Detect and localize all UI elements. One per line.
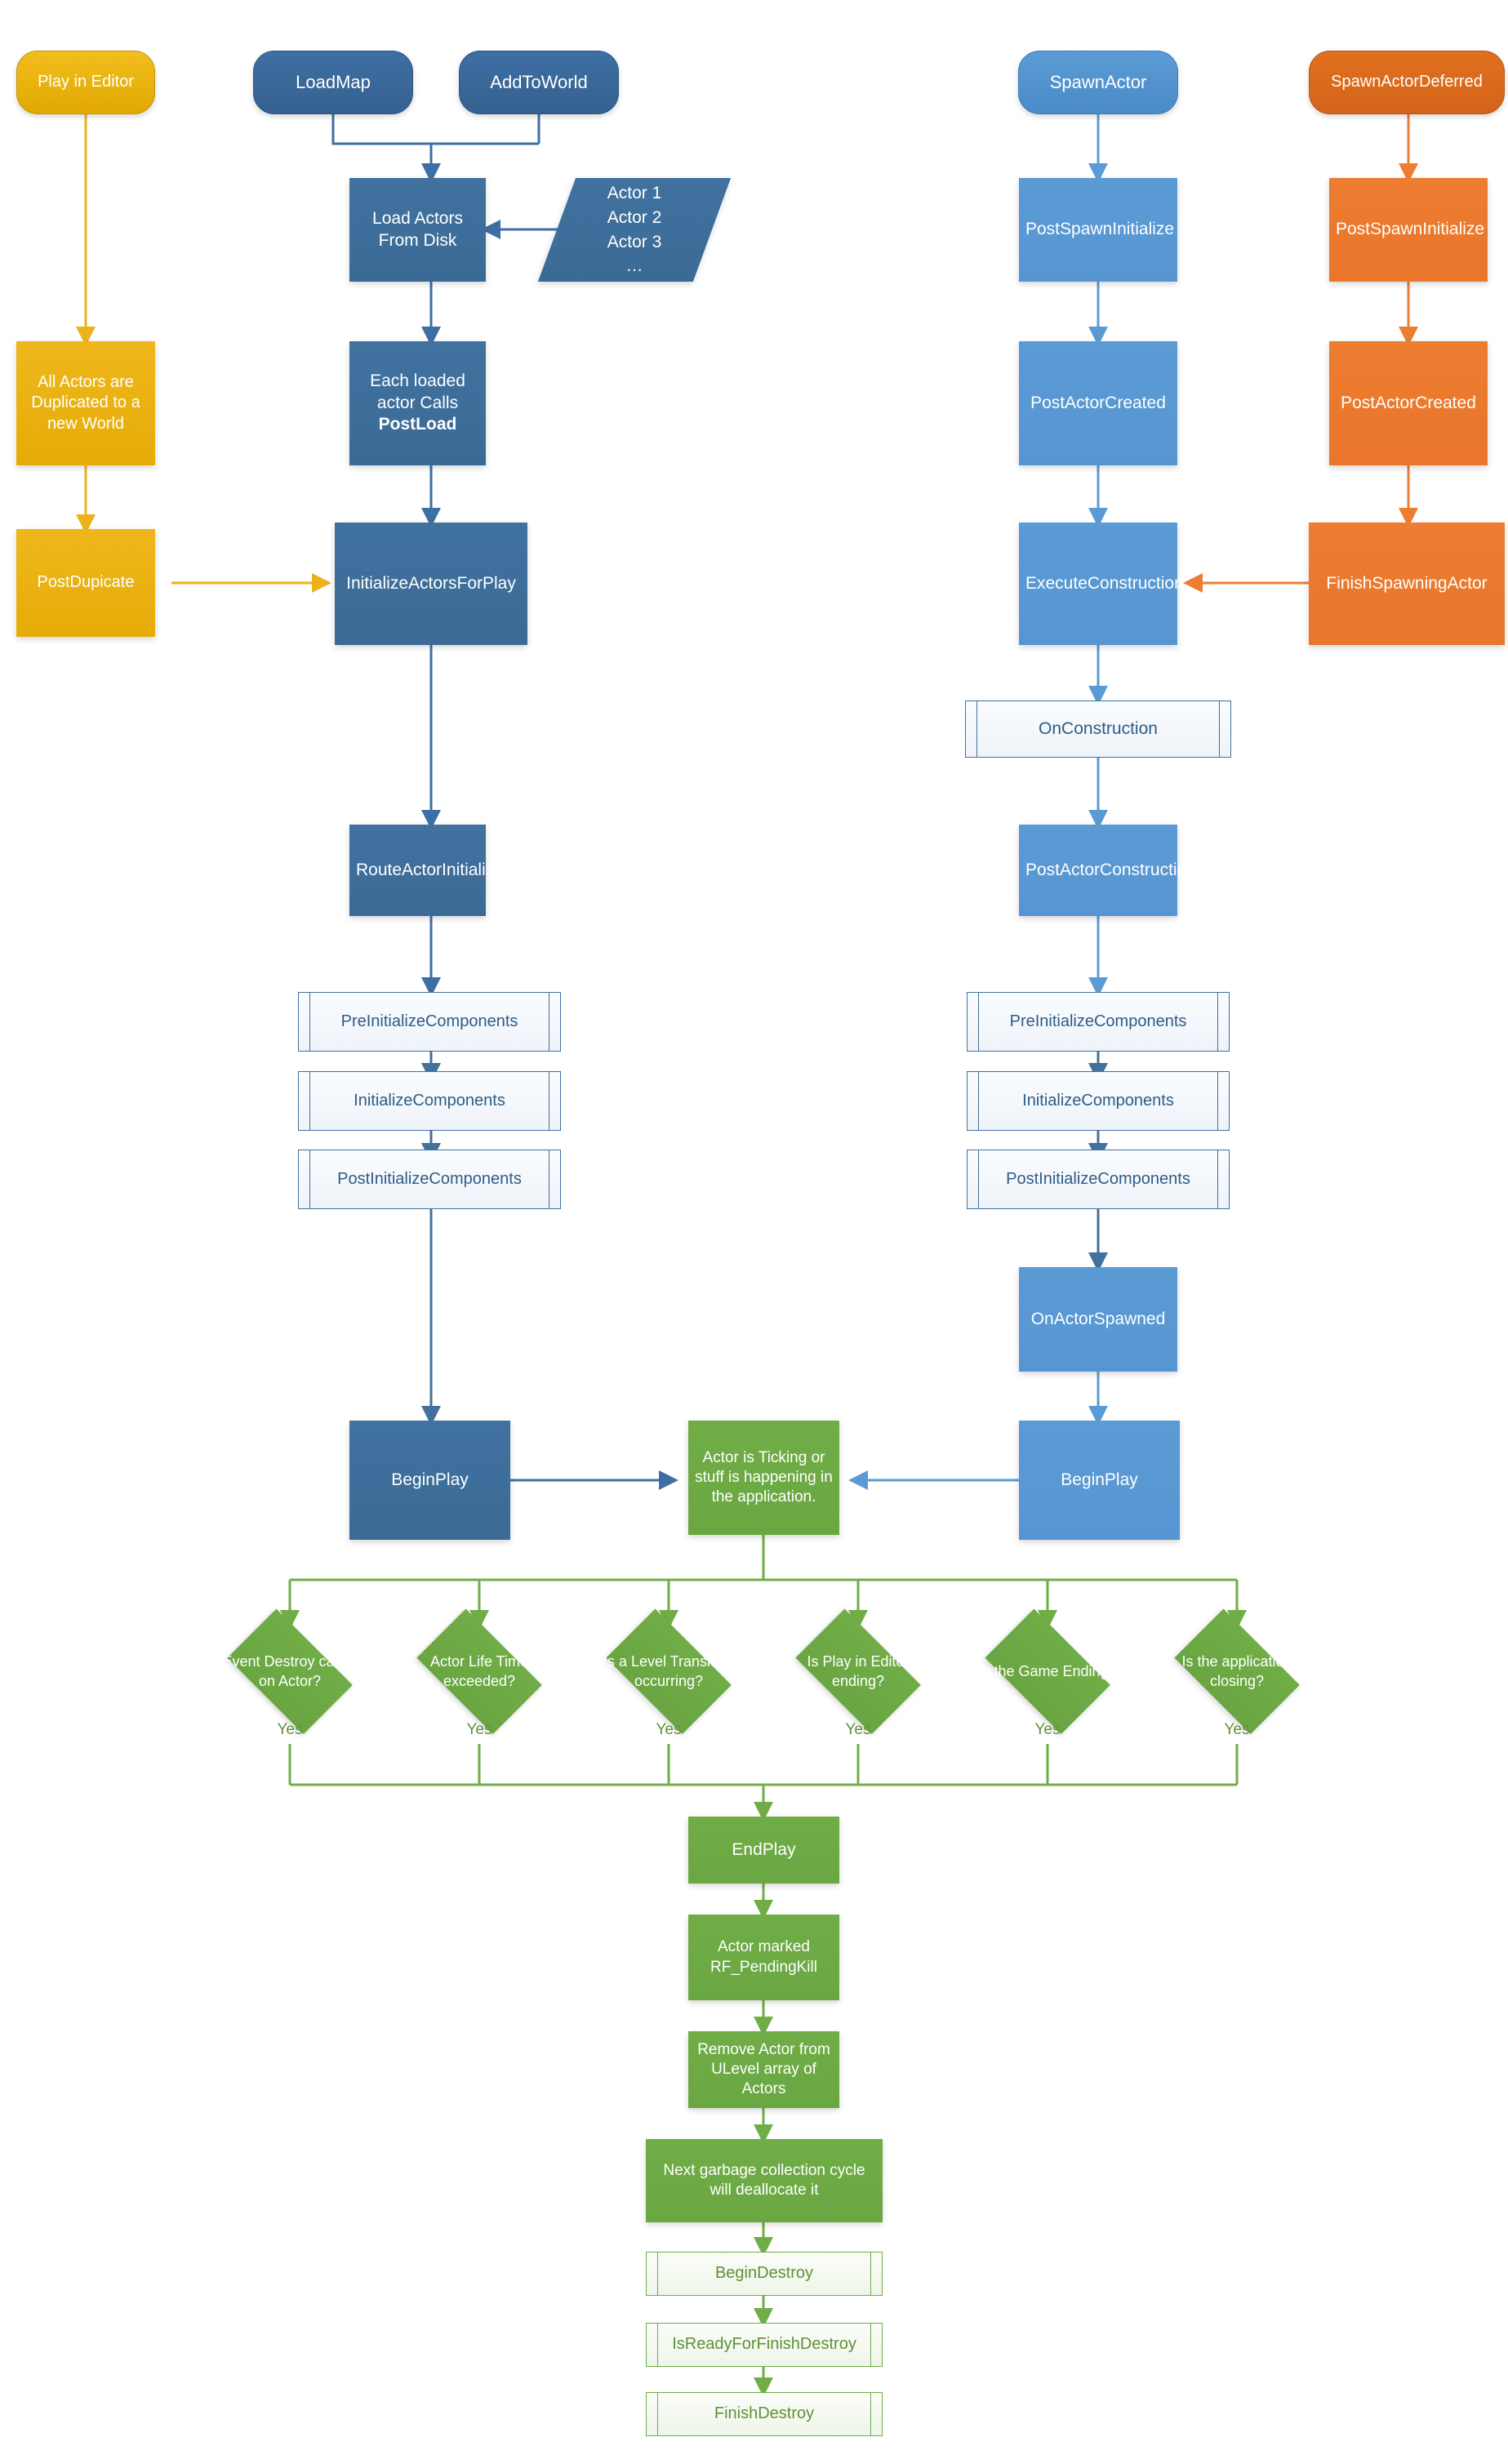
yes-label-actor-life-time: Yes [466,1721,492,1738]
node-play-in-editor[interactable]: Play in Editor [16,51,155,114]
postload-prefix: Each loaded actor Calls [370,371,465,412]
decision-game-ending[interactable]: Is the Game Ending? [972,1608,1123,1734]
node-actor-is-ticking[interactable]: Actor is Ticking or stuff is happening i… [688,1421,839,1535]
node-post-initialize-components-left[interactable]: PostInitializeComponents [298,1150,561,1209]
node-post-actor-construction[interactable]: PostActorConstruction [1019,825,1196,916]
node-finish-spawning-actor[interactable]: FinishSpawningActor [1309,523,1505,645]
node-spawn-actor-deferred[interactable]: SpawnActorDeferred [1309,51,1505,114]
node-end-play[interactable]: EndPlay [688,1817,839,1884]
node-add-to-world[interactable]: AddToWorld [459,51,619,114]
node-post-actor-created-blue[interactable]: PostActorCreated [1019,341,1177,465]
node-finish-destroy[interactable]: FinishDestroy [646,2392,883,2436]
node-post-spawn-initialize-orange[interactable]: PostSpawnInitialize [1329,178,1488,282]
node-begin-play-right[interactable]: BeginPlay [1019,1421,1180,1540]
node-execute-construction[interactable]: ExecuteConstruction [1019,523,1184,645]
node-route-actor-initialize[interactable]: RouteActorInitialize [349,825,504,916]
yes-label-application-closing: Yes [1224,1721,1250,1738]
yes-label-event-destroy: Yes [277,1721,303,1738]
yes-label-level-transition: Yes [656,1721,682,1738]
node-begin-destroy[interactable]: BeginDestroy [646,2252,883,2296]
node-spawn-actor[interactable]: SpawnActor [1018,51,1178,114]
node-on-construction[interactable]: OnConstruction [965,701,1231,758]
node-pre-initialize-components-right[interactable]: PreInitializeComponents [967,992,1230,1052]
node-is-ready-for-finish-destroy[interactable]: IsReadyForFinishDestroy [646,2323,883,2367]
decision-level-transition[interactable]: Is a Level Transition occurring? [593,1608,745,1734]
node-actor-marked-pendingkill[interactable]: Actor marked RF_PendingKill [688,1915,839,2000]
node-begin-play-left[interactable]: BeginPlay [349,1421,510,1540]
node-post-initialize-components-right[interactable]: PostInitializeComponents [967,1150,1230,1209]
node-post-actor-created-orange[interactable]: PostActorCreated [1329,341,1488,465]
node-remove-actor-from-ulevel[interactable]: Remove Actor from ULevel array of Actors [688,2031,839,2108]
node-next-gc-cycle[interactable]: Next garbage collection cycle will deall… [646,2139,883,2222]
decision-play-in-editor-ending[interactable]: Is Play in Editor ending? [782,1608,934,1734]
node-all-actors-duplicated[interactable]: All Actors are Duplicated to a new World [16,341,155,465]
node-post-duplicate[interactable]: PostDupicate [16,529,155,637]
node-load-map[interactable]: LoadMap [253,51,413,114]
decision-event-destroy[interactable]: Event Destroy called on Actor? [214,1608,366,1734]
node-pre-initialize-components-left[interactable]: PreInitializeComponents [298,992,561,1052]
node-post-spawn-initialize-blue[interactable]: PostSpawnInitialize [1019,178,1177,282]
decision-application-closing[interactable]: Is the application closing? [1161,1608,1313,1734]
node-initialize-components-right[interactable]: InitializeComponents [967,1071,1230,1131]
decision-actor-life-time[interactable]: Actor Life Time exceeded? [403,1608,555,1734]
node-initialize-actors-for-play[interactable]: InitializeActorsForPlay [335,523,527,645]
node-initialize-components-left[interactable]: InitializeComponents [298,1071,561,1131]
postload-bold: PostLoad [378,415,457,434]
node-each-loaded-actor-postload[interactable]: Each loaded actor Calls PostLoad [349,341,486,465]
yes-label-game-ending: Yes [1034,1721,1061,1738]
node-on-actor-spawned[interactable]: OnActorSpawned [1019,1267,1177,1372]
yes-label-play-in-editor-ending: Yes [845,1721,871,1738]
node-load-actors-from-disk[interactable]: Load Actors From Disk [349,178,486,282]
